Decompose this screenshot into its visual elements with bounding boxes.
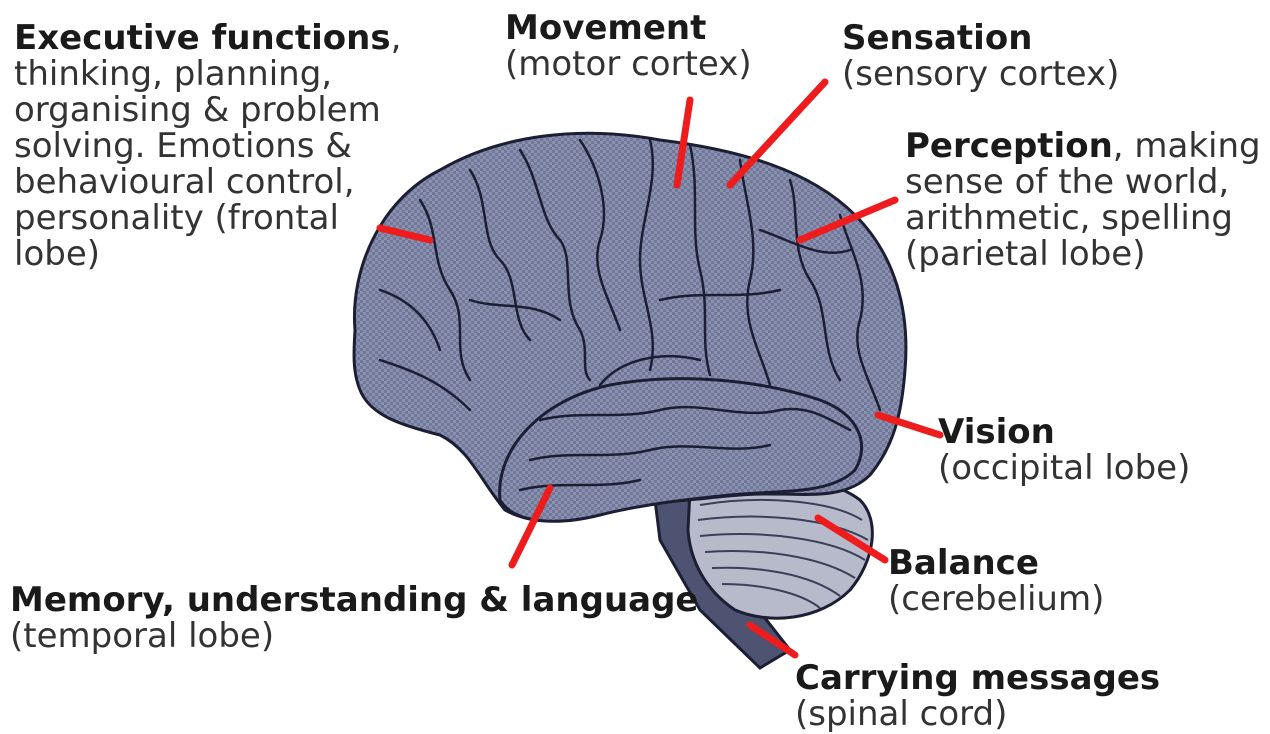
label-memory: Memory, understanding & language (tempor…: [10, 582, 698, 654]
movement-title: Movement: [505, 10, 752, 46]
label-vision: Vision (occipital lobe): [938, 414, 1190, 486]
label-balance: Balance (cerebelium): [888, 545, 1104, 617]
balance-detail: (cerebelium): [888, 581, 1104, 617]
label-movement: Movement (motor cortex): [505, 10, 752, 82]
executive-line-1: thinking, planning,: [14, 56, 401, 92]
perception-title: Perception: [905, 126, 1113, 166]
executive-line-6: lobe): [14, 236, 401, 272]
memory-title: Memory, understanding & language: [10, 582, 698, 618]
vision-detail: (occipital lobe): [938, 450, 1190, 486]
executive-title-suffix: ,: [391, 18, 402, 58]
executive-line-2: organising & problem: [14, 92, 401, 128]
carrying-title: Carrying messages: [795, 660, 1160, 696]
perception-line-3: (parietal lobe): [905, 236, 1261, 272]
executive-line-3: solving. Emotions &: [14, 128, 401, 164]
executive-title: Executive functions: [14, 18, 391, 58]
label-executive: Executive functions, thinking, planning,…: [14, 20, 401, 272]
label-perception: Perception, making sense of the world, a…: [905, 128, 1261, 272]
label-carrying: Carrying messages (spinal cord): [795, 660, 1160, 732]
perception-title-suffix: , making: [1113, 126, 1261, 166]
label-sensation: Sensation (sensory cortex): [842, 20, 1119, 92]
perception-line-1: sense of the world,: [905, 164, 1261, 200]
carrying-detail: (spinal cord): [795, 696, 1160, 732]
vision-title: Vision: [938, 414, 1190, 450]
movement-detail: (motor cortex): [505, 46, 752, 82]
balance-title: Balance: [888, 545, 1104, 581]
executive-line-5: personality (frontal: [14, 200, 401, 236]
executive-line-4: behavioural control,: [14, 164, 401, 200]
memory-detail: (temporal lobe): [10, 618, 698, 654]
perception-line-2: arithmetic, spelling: [905, 200, 1261, 236]
sensation-title: Sensation: [842, 20, 1119, 56]
sensation-detail: (sensory cortex): [842, 56, 1119, 92]
